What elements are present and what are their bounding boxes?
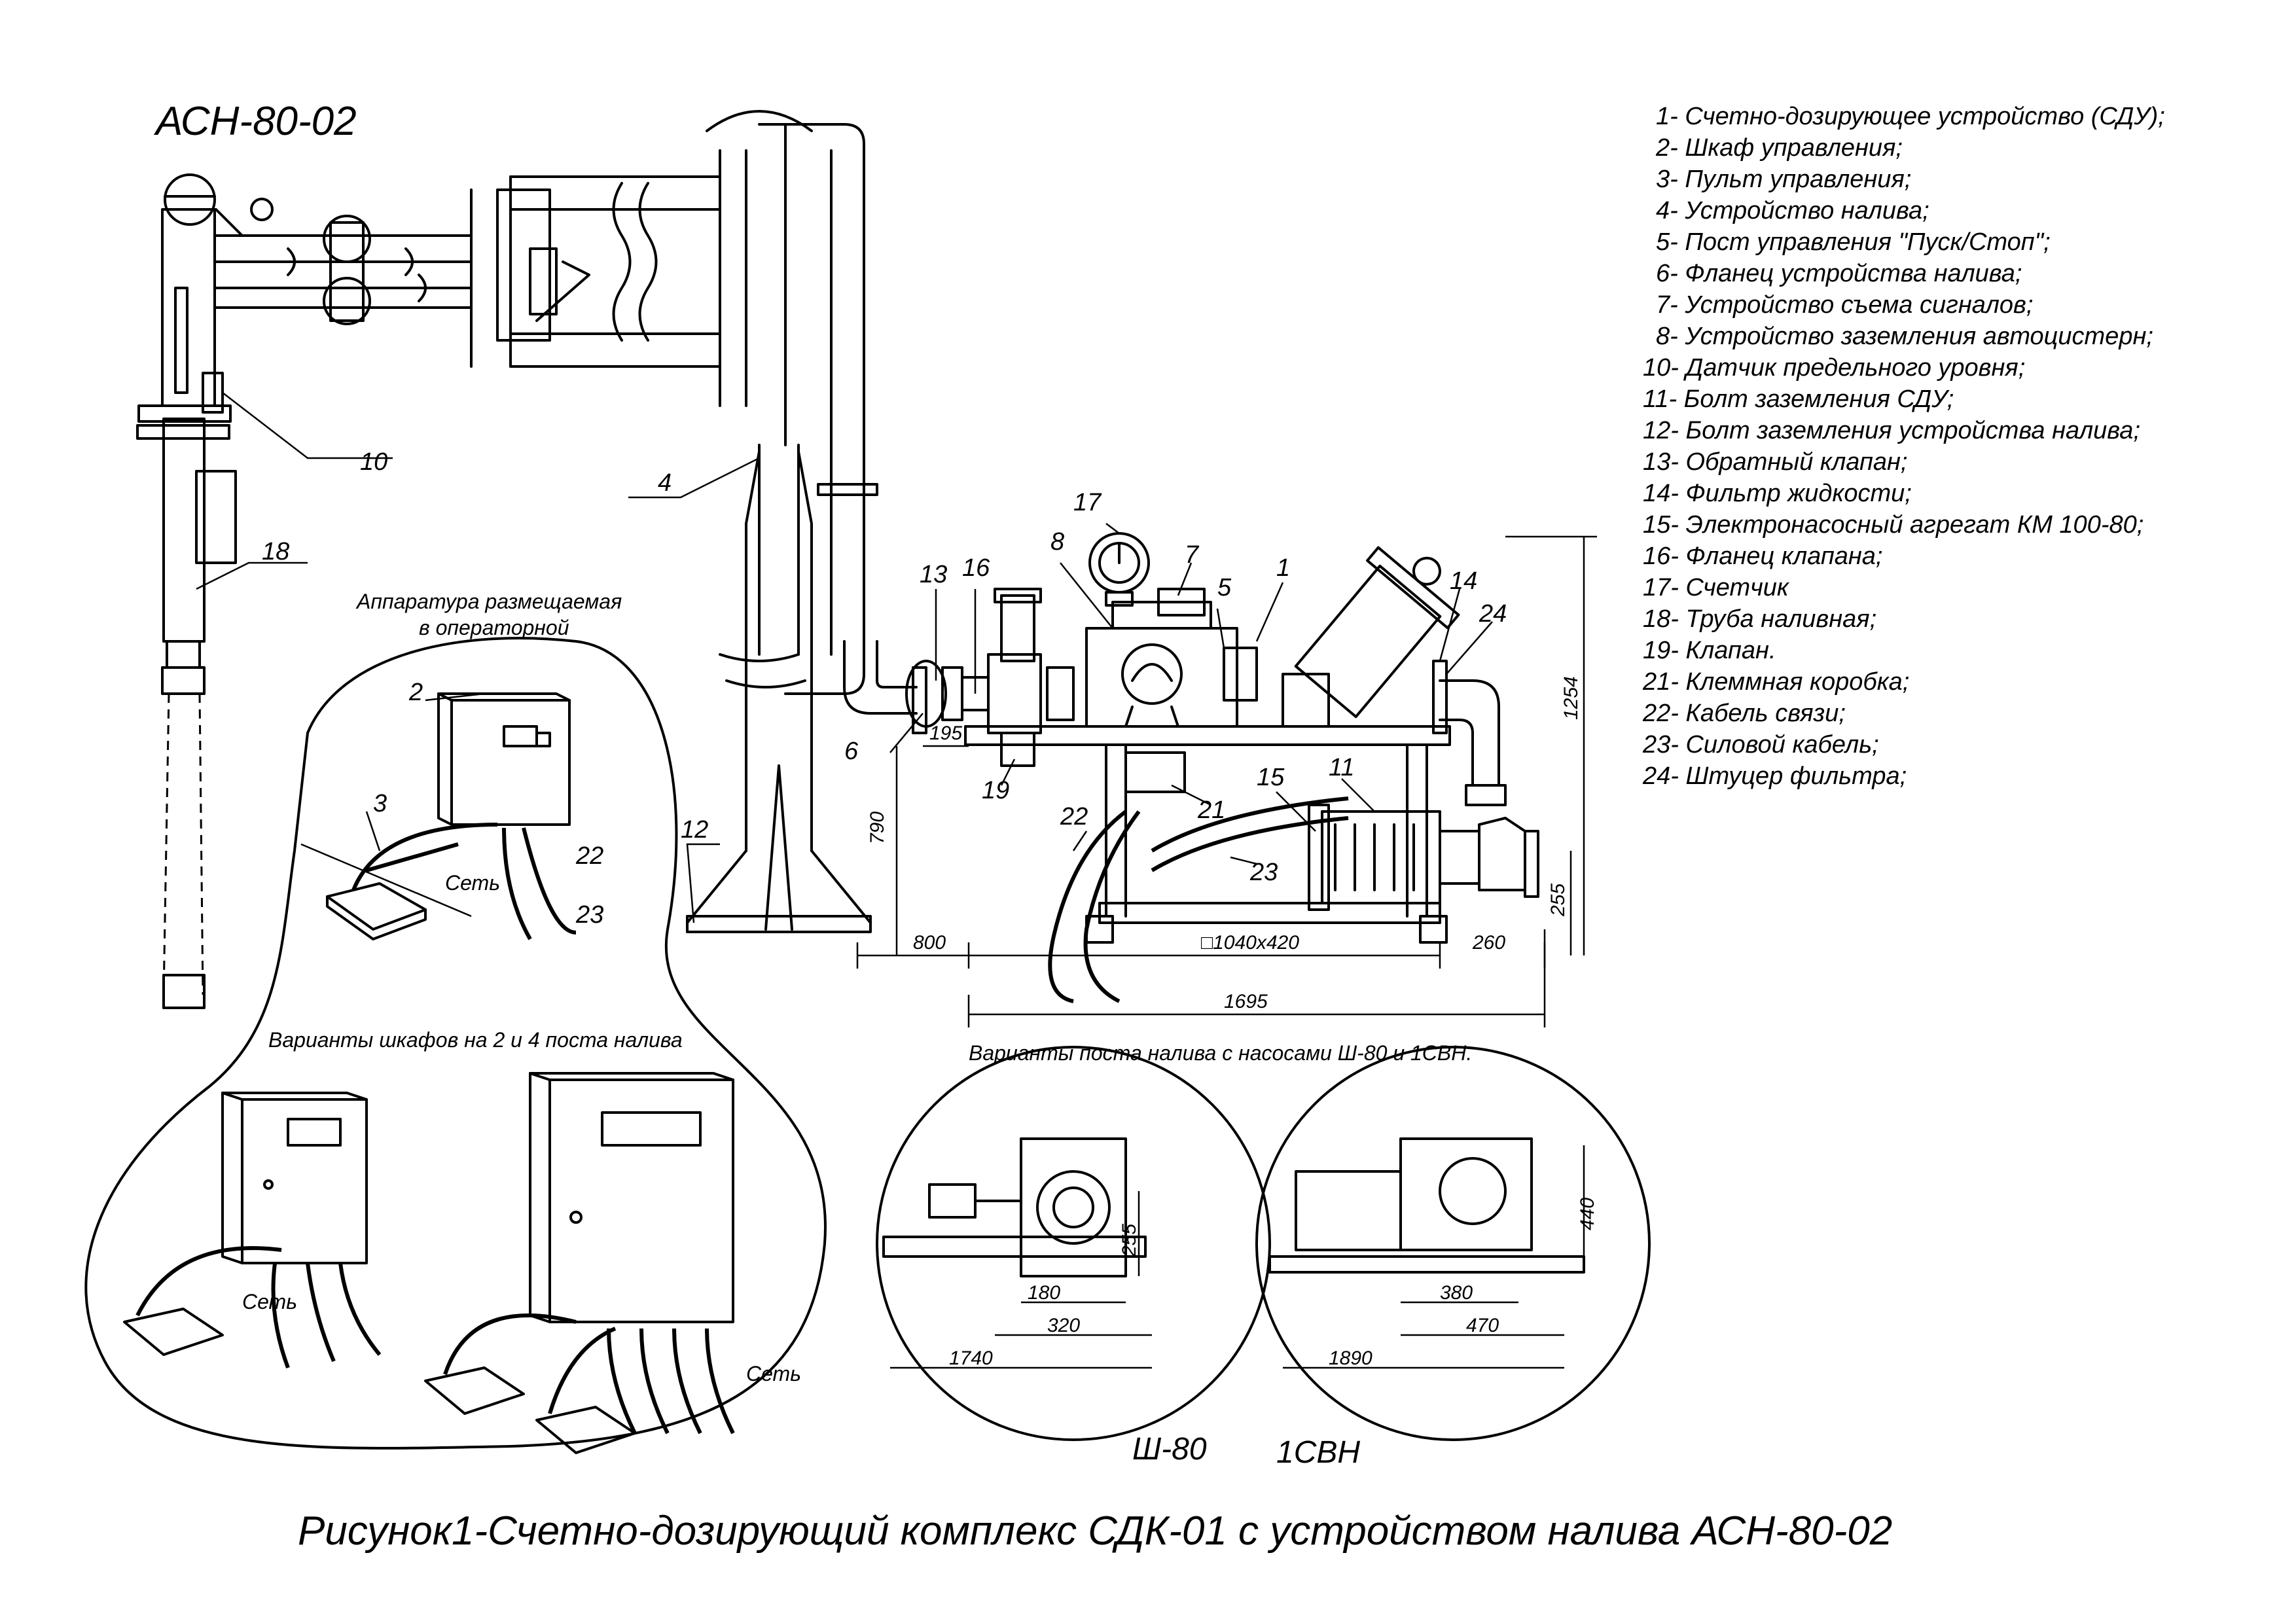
callout-22-operator: 22 <box>575 842 603 870</box>
callout-18: 18 <box>262 538 289 565</box>
callout-8: 8 <box>1050 528 1064 556</box>
legend-item: 10- Датчик предельного уровня; <box>1643 354 2025 382</box>
legend-item: 24- Штуцер фильтра; <box>1642 762 1907 790</box>
legend-item: 18- Труба наливная; <box>1643 605 1876 633</box>
legend-item: 4- Устройство налива; <box>1656 197 1929 224</box>
pump-station <box>905 532 1539 1003</box>
dim-380: 380 <box>1440 1282 1473 1304</box>
operator-room-outline <box>84 637 827 1450</box>
callout-1: 1 <box>1276 554 1290 582</box>
callout-11: 11 <box>1329 754 1354 781</box>
legend: 1- Счетно-дозирующее устройство (СДУ); 2… <box>1642 103 2165 790</box>
legend-item: 7- Устройство съема сигналов; <box>1656 291 2033 319</box>
dim-1040x420: □1040х420 <box>1201 932 1299 954</box>
dim-255-sh80: 255 <box>1119 1224 1140 1257</box>
dim-1695: 1695 <box>1224 991 1268 1012</box>
callout-19: 19 <box>982 777 1009 804</box>
legend-item: 2- Шкаф управления; <box>1655 134 1903 162</box>
note-cabinet-variants: Варианты шкафов на 2 и 4 поста налива <box>268 1028 683 1052</box>
legend-item: 1- Счетно-дозирующее устройство (СДУ); <box>1656 103 2165 130</box>
drawing-title: АСН-80-02 <box>153 99 357 144</box>
callout-22: 22 <box>1060 803 1088 830</box>
dimension-lines <box>856 535 1597 1027</box>
cabinet-4-post <box>529 1072 734 1323</box>
dim-1740: 1740 <box>949 1347 993 1369</box>
note-operator-room-1: Аппаратура размещаемая <box>355 590 622 613</box>
callout-13: 13 <box>920 561 947 588</box>
legend-item: 11- Болт заземления СДУ; <box>1643 385 1954 413</box>
label-network-3: Сеть <box>746 1362 801 1385</box>
callout-7: 7 <box>1185 541 1200 569</box>
callout-10: 10 <box>360 448 387 476</box>
control-cabinet <box>437 692 571 826</box>
legend-item: 17- Счетчик <box>1643 574 1790 601</box>
dim-195: 195 <box>929 722 962 744</box>
callout-5: 5 <box>1217 574 1232 601</box>
callout-14: 14 <box>1450 567 1477 595</box>
callout-21: 21 <box>1197 796 1225 824</box>
legend-item: 16- Фланец клапана; <box>1643 543 1882 570</box>
legend-item: 22- Кабель связи; <box>1642 700 1846 727</box>
dim-180: 180 <box>1028 1282 1060 1304</box>
callout-17: 17 <box>1073 489 1102 516</box>
label-network-2: Сеть <box>242 1290 297 1313</box>
figure-caption: Рисунок1-Счетно-дозирующий комплекс СДК-… <box>298 1508 1892 1554</box>
note-operator-room-2: в операторной <box>419 616 569 639</box>
callout-2: 2 <box>408 679 423 706</box>
legend-item: 23- Силовой кабель; <box>1642 731 1879 758</box>
dim-440: 440 <box>1577 1198 1598 1230</box>
label-1svn: 1СВН <box>1276 1435 1360 1470</box>
legend-item: 21- Клеммная коробка; <box>1642 668 1909 696</box>
legend-item: 13- Обратный клапан; <box>1643 448 1908 476</box>
callout-24: 24 <box>1479 600 1507 628</box>
control-panel <box>326 882 427 940</box>
legend-item: 19- Клапан. <box>1643 637 1776 664</box>
dim-470: 470 <box>1466 1315 1499 1336</box>
control-panel-2post <box>123 1308 224 1356</box>
legend-item: 5- Пост управления "Пуск/Стоп"; <box>1656 228 2051 256</box>
legend-item: 3- Пульт управления; <box>1656 166 1911 193</box>
cabinet-2-post <box>221 1092 368 1264</box>
dim-790: 790 <box>867 812 888 844</box>
loading-arm <box>136 110 927 1009</box>
dim-260: 260 <box>1472 932 1505 954</box>
label-sh80: Ш-80 <box>1132 1432 1207 1467</box>
dim-320: 320 <box>1047 1315 1080 1336</box>
callout-3: 3 <box>373 790 387 817</box>
dim-800: 800 <box>913 932 946 954</box>
legend-item: 12- Болт заземления устройства налива; <box>1643 417 2140 444</box>
callout-23: 23 <box>1249 859 1278 886</box>
callout-16: 16 <box>962 554 990 582</box>
callout-6: 6 <box>844 738 859 765</box>
callout-23-operator: 23 <box>575 901 603 929</box>
callout-4: 4 <box>658 469 672 497</box>
legend-item: 8- Устройство заземления автоцистерн; <box>1656 323 2153 350</box>
callout-15: 15 <box>1257 764 1285 791</box>
dim-1254: 1254 <box>1560 676 1582 720</box>
label-network-1: Сеть <box>445 871 500 895</box>
control-panel-4post <box>424 1366 636 1454</box>
dim-255: 255 <box>1547 883 1569 917</box>
legend-item: 15- Электронасосный агрегат КМ 100-80; <box>1643 511 2144 539</box>
pump-variant-sh80 <box>876 1046 1271 1441</box>
dim-1890: 1890 <box>1329 1347 1372 1369</box>
callout-12: 12 <box>681 816 708 844</box>
legend-item: 14- Фильтр жидкости; <box>1643 480 1912 507</box>
legend-item: 6- Фланец устройства налива; <box>1656 260 2022 287</box>
pump-variant-1svn <box>1255 1046 1651 1441</box>
note-pump-variants: Варианты поста налива с насосами Ш-80 и … <box>969 1041 1472 1065</box>
